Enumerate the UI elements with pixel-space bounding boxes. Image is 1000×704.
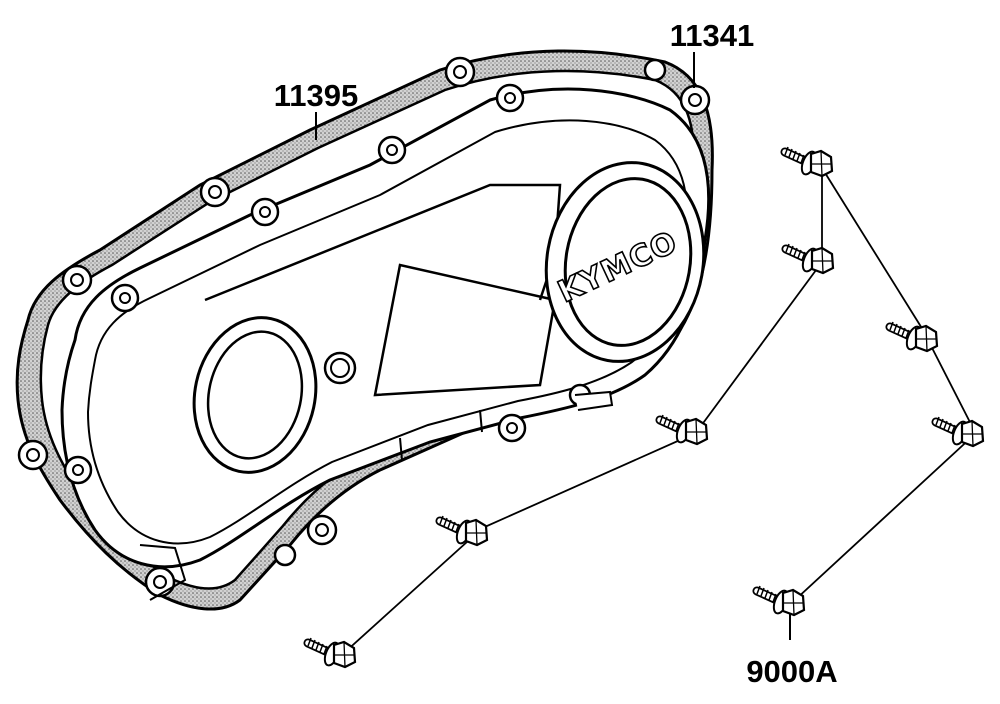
bolt-group-lines — [343, 167, 976, 654]
bolt-5 — [660, 415, 707, 444]
bolt-8 — [308, 638, 355, 667]
cover-rib-lines — [399, 409, 483, 461]
bolt-2 — [786, 244, 833, 273]
bolt-4 — [936, 417, 983, 446]
logo-badge — [544, 161, 706, 363]
part-label-gasket: 11341 — [670, 18, 755, 53]
gasket-holes — [26, 65, 702, 589]
bolt-3 — [890, 322, 937, 351]
part-label-cover: 11395 — [274, 78, 359, 113]
bolt-7 — [757, 586, 804, 615]
cover-small-boss — [323, 351, 357, 385]
bolt-6 — [440, 516, 487, 545]
cover-lower-rib — [139, 544, 187, 601]
transmission-cover: KYMCO — [60, 83, 711, 601]
cover-tab — [574, 390, 614, 411]
cover-bolt-holes — [72, 92, 518, 476]
bolt-1 — [785, 147, 832, 176]
cover-triangular-panel — [373, 263, 557, 397]
gasket-bolt-lugs — [17, 56, 711, 598]
cover-inspection-window — [192, 316, 318, 474]
cover-bolt-bosses — [63, 83, 592, 485]
part-label-bolt: 9000A — [746, 654, 837, 689]
